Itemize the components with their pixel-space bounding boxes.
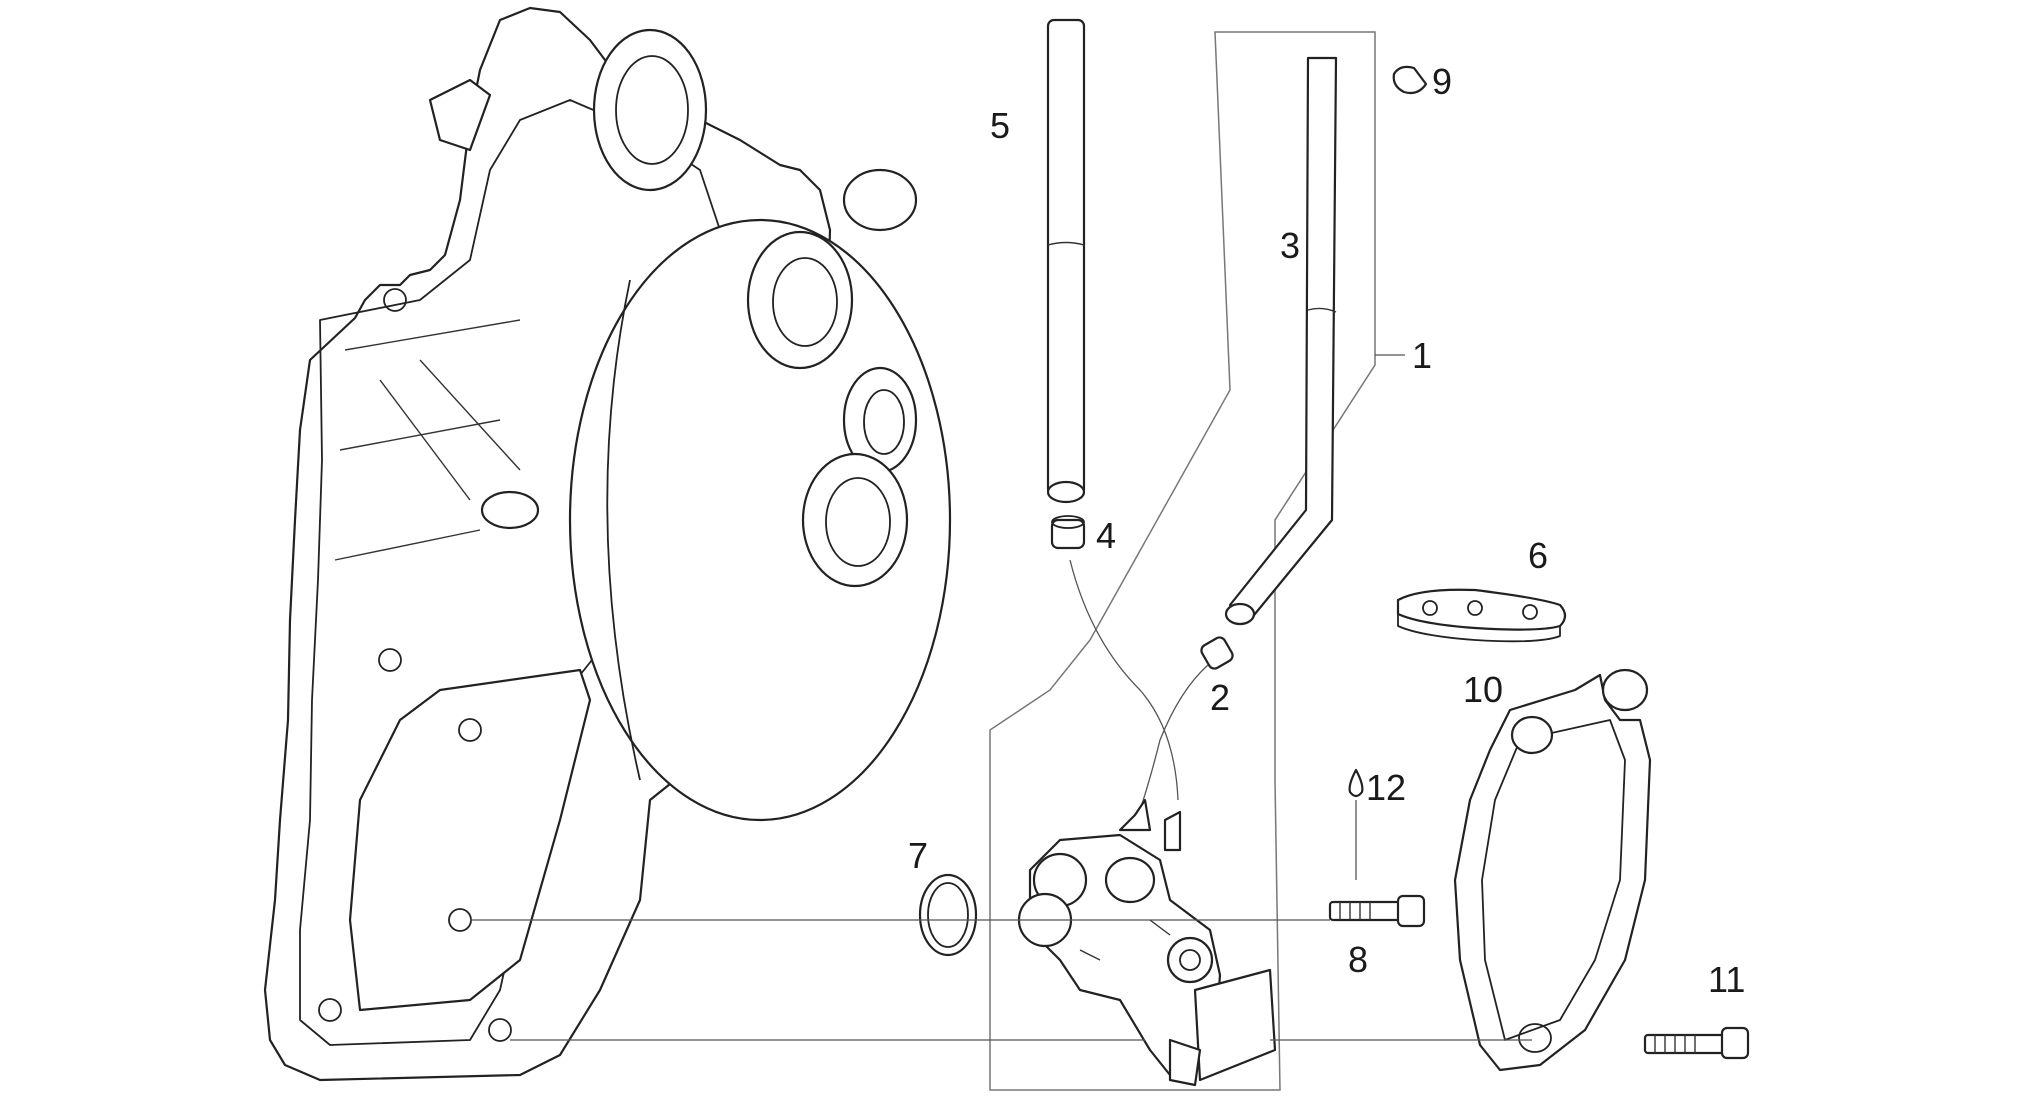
oil-pump [1017, 798, 1277, 1087]
callout-5: 5 [990, 105, 1010, 146]
clip-9 [1392, 65, 1428, 95]
callout-11: 11 [1708, 959, 1745, 1000]
callout-9: 9 [1432, 61, 1452, 102]
hose-line-2 [1139, 664, 1209, 811]
callout-10: 10 [1463, 669, 1503, 710]
callout-2: 2 [1210, 677, 1230, 718]
gasket-6 [1396, 588, 1567, 643]
callout-6: 6 [1528, 535, 1548, 576]
callout-12: 12 [1366, 767, 1406, 808]
o-ring-7 [918, 873, 978, 957]
callout-8: 8 [1348, 939, 1368, 980]
callout-4: 4 [1096, 515, 1116, 556]
hose-clamp-4 [1050, 515, 1086, 550]
drop-12 [1348, 768, 1364, 798]
hose-clamp-2 [1200, 636, 1234, 670]
assembly-frame [989, 31, 1376, 1091]
engine-side-cover [263, 6, 952, 1082]
bolt-11 [1643, 1026, 1750, 1060]
oil-pipe-3 [1224, 56, 1338, 626]
callout-7: 7 [908, 835, 928, 876]
bolt-8 [1328, 894, 1426, 928]
pump-cover-10 [1453, 668, 1652, 1072]
oil-pipe-5 [1046, 18, 1086, 504]
callout-3: 3 [1280, 225, 1300, 266]
callout-1: 1 [1412, 335, 1432, 376]
hose-line-4 [1069, 559, 1179, 801]
